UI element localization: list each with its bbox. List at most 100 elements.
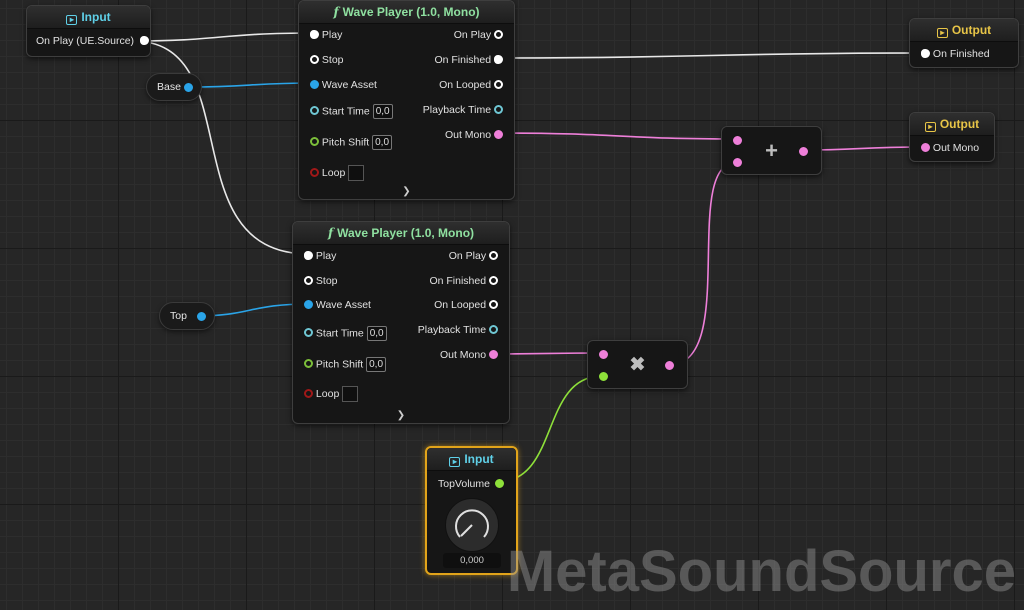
pitch-shift-label: Pitch Shift	[315, 358, 364, 371]
loop-label: Loop	[321, 166, 346, 179]
on-finished-label: On Finished	[434, 54, 492, 66]
output-outmono-node[interactable]: ▸Output Out Mono	[909, 112, 995, 162]
play-input-pin[interactable]	[304, 251, 313, 260]
start-time-input-pin[interactable]	[304, 328, 313, 338]
add-input-pin-2[interactable]	[733, 158, 742, 167]
output-outmono-title: Output	[939, 117, 980, 131]
wire-wave1-finished-to-output	[496, 52, 926, 59]
wave-asset-output-pin[interactable]	[184, 83, 193, 92]
add-node[interactable]: +	[721, 126, 822, 175]
add-input-pin-1[interactable]	[733, 136, 742, 145]
wire-onplay-to-wave1-play	[132, 32, 315, 42]
pitch-shift-field[interactable]: 0,0	[366, 357, 387, 372]
out-mono-output-pin[interactable]	[494, 130, 503, 139]
input-onplay-title: Input	[81, 10, 111, 24]
output-icon: ▸	[924, 122, 936, 132]
multiply-node[interactable]: ✖	[587, 340, 688, 389]
playback-time-output-pin[interactable]	[489, 325, 498, 334]
variable-base-label: Base	[157, 81, 181, 93]
chevron-down-icon[interactable]: ❯	[396, 410, 406, 421]
on-play-label: On Play	[448, 250, 487, 262]
on-looped-output-pin[interactable]	[494, 80, 503, 89]
loop-input-pin[interactable]	[304, 388, 313, 398]
input-topvolume-title: Input	[464, 452, 494, 466]
multiply-input-pin-1[interactable]	[599, 350, 608, 359]
wave-asset-label: Wave Asset	[315, 299, 371, 311]
input-onplay-pin-label: On Play (UE.Source)	[36, 35, 135, 47]
on-looped-label: On Looped	[439, 79, 492, 91]
float-output-pin[interactable]	[494, 479, 504, 488]
variable-base[interactable]: Base	[146, 73, 202, 101]
output-icon: ▸	[936, 28, 948, 38]
out-mono-label: Out Mono	[439, 349, 487, 361]
output-outmono-pin-label: Out Mono	[932, 142, 980, 154]
audio-input-pin[interactable]	[921, 143, 930, 152]
start-time-input-pin[interactable]	[310, 106, 319, 116]
play-input-pin[interactable]	[310, 30, 319, 39]
knob-dial-icon	[455, 509, 489, 538]
multiply-output-pin[interactable]	[665, 361, 674, 370]
wave-asset-input-pin[interactable]	[304, 300, 313, 309]
volume-value-field[interactable]: 0,000	[443, 553, 501, 568]
input-onplay-node[interactable]: ▸Input On Play (UE.Source)	[26, 5, 151, 57]
on-play-label: On Play	[453, 29, 492, 41]
output-onfinished-title: Output	[951, 23, 992, 37]
on-finished-label: On Finished	[429, 275, 487, 287]
function-icon: f	[327, 226, 334, 240]
wave-asset-output-pin[interactable]	[197, 312, 206, 321]
start-time-field[interactable]: 0,0	[366, 326, 387, 341]
wire-base-to-wave1-asset	[187, 82, 315, 88]
volume-knob[interactable]	[445, 498, 499, 552]
multiply-icon: ✖	[629, 354, 646, 375]
loop-checkbox[interactable]	[342, 386, 359, 402]
pitch-shift-input-pin[interactable]	[304, 359, 313, 369]
playback-time-label: Playback Time	[422, 104, 492, 116]
on-play-output-pin[interactable]	[489, 251, 498, 260]
out-mono-output-pin[interactable]	[489, 350, 498, 359]
output-onfinished-pin-label: On Finished	[932, 48, 990, 60]
wire-mul-to-add	[668, 161, 738, 366]
on-finished-output-pin[interactable]	[489, 276, 498, 285]
input-topvolume-node[interactable]: ▸Input TopVolume 0,000	[425, 446, 518, 575]
plus-icon: +	[765, 137, 778, 163]
output-onfinished-node[interactable]: ▸Output On Finished	[909, 18, 1019, 68]
exec-input-pin[interactable]	[921, 49, 930, 58]
wire-wave1-outmono-to-add	[496, 132, 738, 140]
input-icon: ▸	[66, 15, 78, 25]
loop-input-pin[interactable]	[310, 167, 319, 177]
exec-output-pin[interactable]	[139, 36, 149, 45]
on-looped-output-pin[interactable]	[489, 300, 498, 309]
playback-time-output-pin[interactable]	[494, 105, 503, 114]
play-label: Play	[321, 29, 343, 41]
stop-label: Stop	[321, 54, 344, 66]
wave2-title: Wave Player (1.0, Mono)	[337, 226, 475, 240]
multiply-input-pin-2[interactable]	[599, 372, 608, 381]
start-time-field[interactable]: 0,0	[372, 104, 393, 119]
start-time-label: Start Time	[315, 327, 364, 340]
on-finished-output-pin[interactable]	[494, 55, 503, 64]
stop-input-pin[interactable]	[310, 55, 319, 64]
on-looped-label: On Looped	[434, 299, 487, 311]
pitch-shift-input-pin[interactable]	[310, 137, 319, 147]
variable-top-label: Top	[170, 310, 187, 322]
wave1-title: Wave Player (1.0, Mono)	[342, 5, 480, 19]
start-time-label: Start Time	[321, 105, 370, 118]
chevron-down-icon[interactable]: ❯	[402, 186, 411, 197]
wave-asset-input-pin[interactable]	[310, 80, 319, 89]
playback-time-label: Playback Time	[417, 324, 487, 336]
input-topvolume-pin-label: TopVolume	[438, 478, 490, 490]
loop-checkbox[interactable]	[348, 165, 365, 181]
variable-top[interactable]: Top	[159, 302, 215, 330]
add-output-pin[interactable]	[799, 147, 808, 156]
out-mono-label: Out Mono	[444, 129, 492, 141]
pitch-shift-label: Pitch Shift	[321, 136, 370, 149]
pitch-shift-field[interactable]: 0,0	[372, 135, 393, 150]
play-label: Play	[315, 250, 337, 262]
function-icon: f	[333, 5, 339, 19]
loop-label: Loop	[315, 387, 340, 400]
stop-input-pin[interactable]	[304, 276, 313, 285]
on-play-output-pin[interactable]	[494, 30, 503, 39]
watermark: MetaSoundSource	[506, 539, 1016, 604]
